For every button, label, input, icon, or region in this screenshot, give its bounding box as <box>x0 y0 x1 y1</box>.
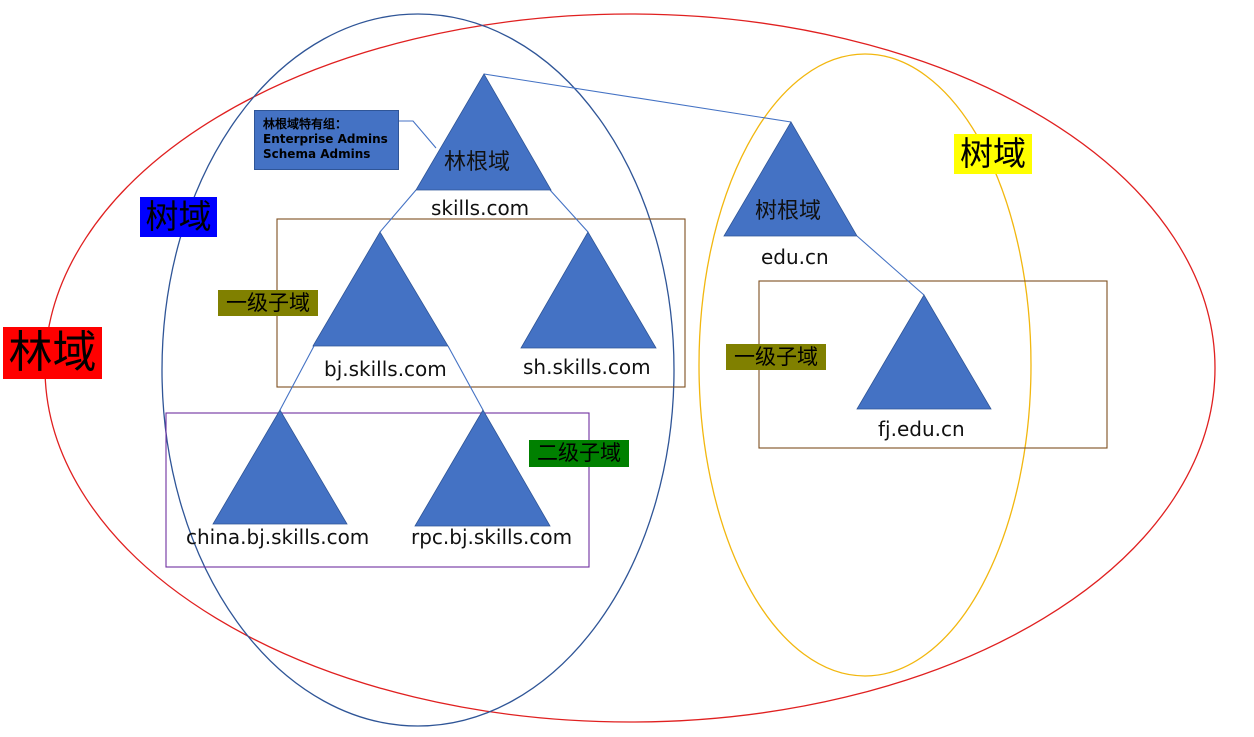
connector-edu-fj <box>856 235 925 296</box>
connector-bj-china <box>279 345 315 411</box>
second-level-badge-left: 二级子域 <box>529 440 629 467</box>
right-tree-badge: 树域 <box>954 134 1032 174</box>
domain-label-rpc: rpc.bj.skills.com <box>411 525 573 549</box>
domain-label-fj: fj.edu.cn <box>878 417 965 441</box>
triangle-skills <box>415 73 552 191</box>
connector-skills-sh <box>549 189 589 233</box>
skills-inner-label: 林根域 <box>444 150 511 175</box>
edu-inner-label: 树根域 <box>755 199 822 224</box>
domain-label-edu: edu.cn <box>761 245 829 269</box>
left-tree-ellipse <box>161 13 675 727</box>
triangle-bj <box>312 231 449 347</box>
triangle-sh <box>520 231 657 349</box>
right-tree-ellipse <box>698 53 1032 677</box>
connector-bj-rpc <box>447 345 484 411</box>
forest-badge: 林域 <box>3 327 102 379</box>
note-connector <box>398 120 437 149</box>
note-line-schema-admins: Schema Admins <box>263 147 371 161</box>
triangle-edu <box>723 121 858 237</box>
triangle-china <box>212 409 348 525</box>
triangle-fj <box>856 294 992 410</box>
connector-skills-bj <box>379 189 417 233</box>
left-tree-badge: 树域 <box>140 197 217 237</box>
second-level-box-left <box>165 412 590 568</box>
domain-label-sh: sh.skills.com <box>523 355 651 379</box>
first-level-badge-right: 一级子域 <box>726 344 826 370</box>
note-title: 林根域特有组： <box>263 117 348 131</box>
domain-label-skills: skills.com <box>431 196 530 220</box>
forest-root-groups-note: 林根域特有组： Enterprise Admins Schema Admins <box>254 110 399 170</box>
first-level-badge-left: 一级子域 <box>218 290 318 316</box>
note-line-enterprise-admins: Enterprise Admins <box>263 132 388 146</box>
domain-label-bj: bj.skills.com <box>324 357 447 381</box>
connector-skills-edu <box>483 73 792 123</box>
triangle-rpc <box>414 409 551 527</box>
domain-label-china: china.bj.skills.com <box>186 525 370 549</box>
